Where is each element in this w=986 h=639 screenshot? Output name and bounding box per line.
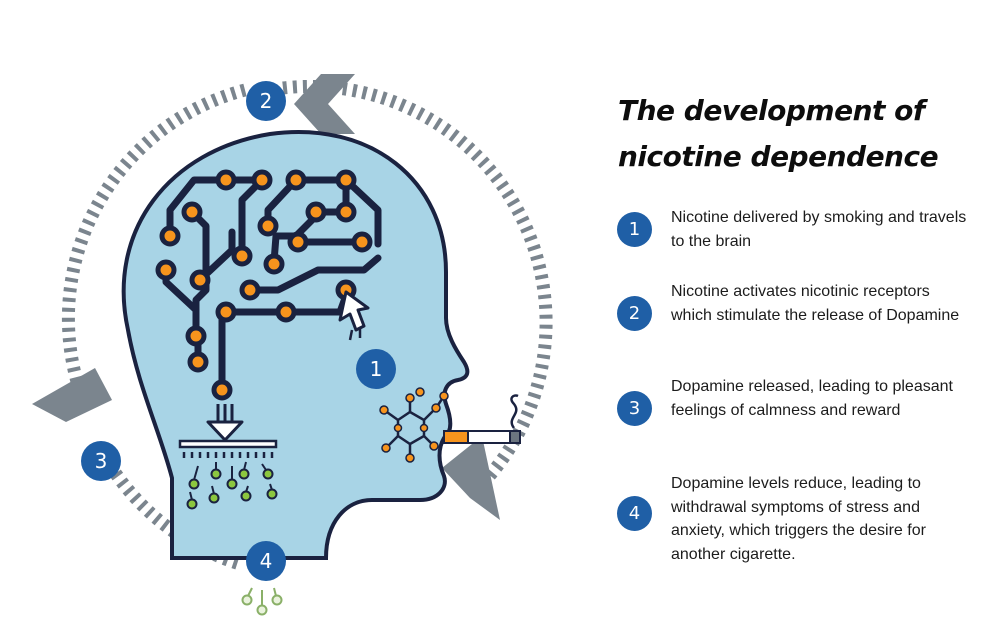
- cycle-arrow-right: [442, 436, 500, 520]
- step-2-text: Nicotine activates nicotinic receptors w…: [671, 283, 960, 324]
- circuit-nodes: [155, 169, 373, 401]
- step-3-text: Dopamine released, leading to pleasant f…: [671, 378, 953, 419]
- badge-step-4-label: 4: [260, 549, 273, 573]
- cycle-arrow-top: [294, 74, 355, 134]
- reduced-dopamine: [241, 587, 283, 616]
- cycle-arrowheads: [32, 74, 500, 520]
- step-1-badge: 1: [617, 212, 652, 247]
- release-arrow-icon: [206, 404, 244, 442]
- title-line-1: The development of: [618, 94, 925, 127]
- step-3: 3 Dopamine released, leading to pleasant…: [617, 375, 977, 455]
- synapse: [178, 439, 278, 458]
- badge-step-3: 3: [81, 441, 121, 481]
- head-silhouette: [121, 130, 470, 560]
- step-2-badge: 2: [617, 296, 652, 331]
- step-2: 2 Nicotine activates nicotinic receptors…: [617, 280, 977, 360]
- page-title: The development of nicotine dependence: [618, 88, 978, 180]
- cigarette-icon: [443, 394, 521, 444]
- step-1-text: Nicotine delivered by smoking and travel…: [671, 209, 967, 250]
- badge-step-4: 4: [246, 541, 286, 581]
- step-4-badge: 4: [617, 496, 652, 531]
- step-4: 4 Dopamine levels reduce, leading to wit…: [617, 472, 977, 563]
- dopamine-molecules: [186, 461, 278, 510]
- step-1: 1 Nicotine delivered by smoking and trav…: [617, 206, 977, 286]
- step-3-badge: 3: [617, 391, 652, 426]
- nicotine-arrow-icon: [338, 290, 370, 341]
- nicotine-molecule-icon: [379, 387, 449, 463]
- badge-step-1-label: 1: [370, 357, 383, 381]
- nicotine-cycle-illustration: 2 1 3 4: [32, 74, 553, 616]
- cycle-arrow-left: [32, 368, 112, 422]
- cycle-ring: [61, 79, 553, 571]
- title-line-2: nicotine dependence: [618, 140, 939, 173]
- badge-step-2: 2: [246, 81, 286, 121]
- badge-step-3-label: 3: [95, 449, 108, 473]
- badge-step-2-label: 2: [260, 89, 273, 113]
- badge-step-1: 1: [356, 349, 396, 389]
- step-4-text: Dopamine levels reduce, leading to withd…: [671, 475, 926, 563]
